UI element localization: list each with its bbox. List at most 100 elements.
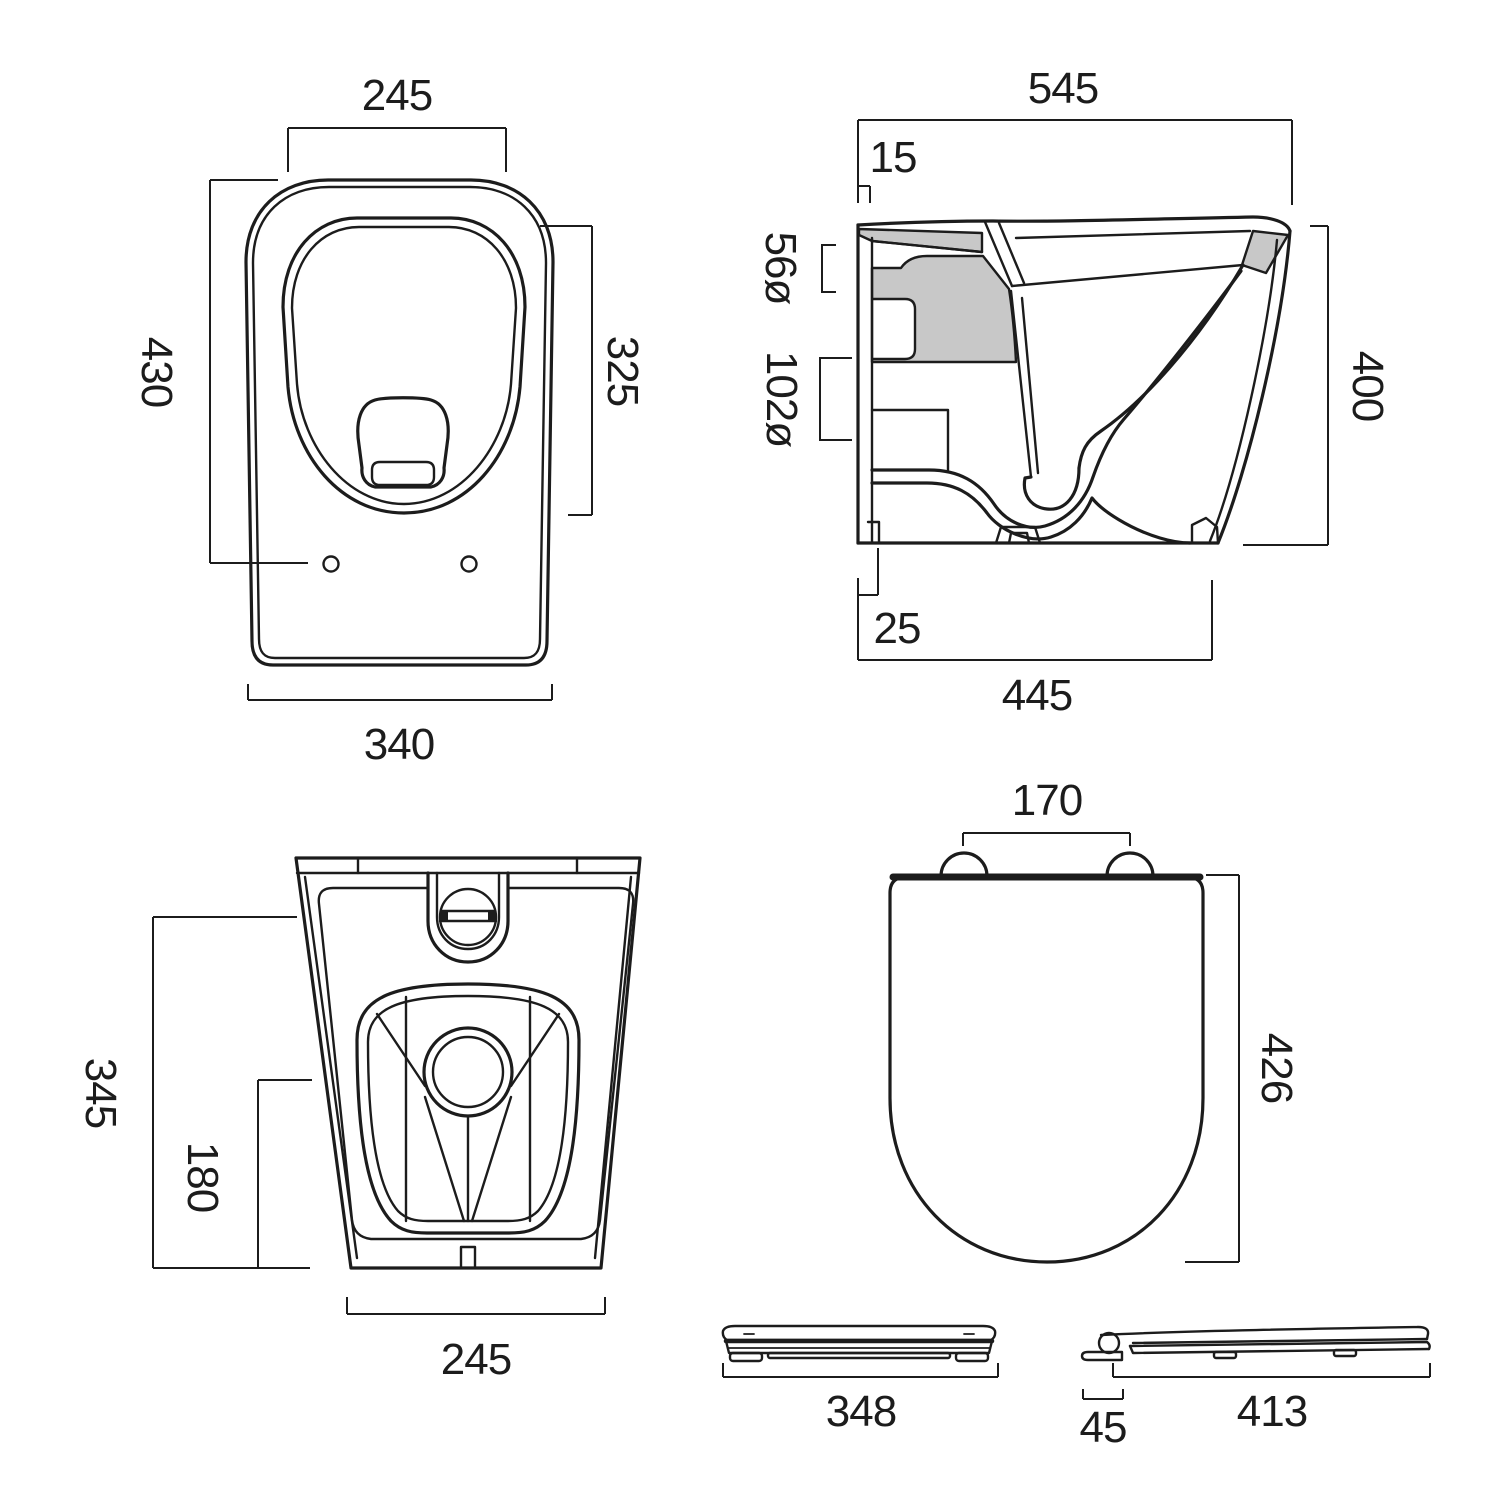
rear-view: 345 180 245 — [76, 856, 642, 1384]
front-foot-notch — [1190, 516, 1220, 545]
section-front-face-outer — [1216, 229, 1292, 545]
trap-housing-outer — [355, 982, 581, 1235]
dim-rim-width-lines — [287, 127, 507, 172]
sump-inner — [370, 460, 436, 487]
dim-overall-length-label: 430 — [132, 337, 181, 407]
dim-back-clearance-label: 25 — [874, 604, 921, 653]
rear-base-notch — [459, 1245, 477, 1270]
trap-lower-seams — [423, 1095, 513, 1223]
dim-inlet-dia-label: 56ø — [756, 232, 805, 305]
dim-seat-side-length-label: 413 — [1237, 1387, 1307, 1436]
section-front-face-inner — [1208, 238, 1279, 543]
dim-rim-width-label: 245 — [362, 71, 432, 120]
back-step-lines — [870, 408, 950, 472]
section-top-edge — [856, 215, 1292, 233]
dim-back-offset-label: 15 — [870, 133, 917, 182]
inlet-pocket-inner — [435, 871, 501, 951]
dim-seat-length-lines — [1185, 874, 1240, 1263]
inlet-pocket-outer — [426, 871, 510, 964]
sump-outline — [356, 396, 450, 489]
dim-overall-length-lines — [209, 179, 308, 564]
dim-overall-height-label: 400 — [1343, 351, 1392, 421]
pan-outer-outline — [244, 178, 555, 667]
dim-base-width-lines — [247, 684, 553, 701]
seat-front-profile: 348 — [721, 1324, 999, 1436]
trapway-base-curve — [870, 481, 1192, 545]
seat-hinge-right — [1105, 851, 1155, 878]
dim-hinge-centres-lines — [962, 832, 1131, 846]
dim-overall-height-lines — [1243, 225, 1329, 546]
ceramic-cut-fill — [870, 254, 1018, 364]
bowl-lip-line — [1010, 263, 1245, 288]
fixing-hole-right — [460, 555, 478, 573]
trap-housing-inner — [366, 994, 570, 1223]
dim-back-offset-lines — [858, 185, 871, 203]
bumper-side-rear — [1332, 1348, 1358, 1358]
plan-view: 245 430 325 340 — [132, 71, 647, 769]
seat-outline — [888, 875, 1205, 1264]
rim-band-line — [870, 239, 984, 254]
dim-base-depth-lines — [858, 580, 1213, 661]
inlet-slot-lines — [438, 909, 498, 923]
bumper-right — [954, 1351, 990, 1363]
sump-u-curve — [1022, 466, 1081, 511]
dim-seat-side-length-lines — [1112, 1363, 1431, 1378]
bowl-inner-curve — [1077, 263, 1245, 470]
rim-spout-lines — [983, 220, 1026, 288]
dim-overall-depth-label: 545 — [1028, 64, 1098, 113]
drain-outlet-outer — [994, 525, 1042, 545]
pan-inner-outline — [251, 185, 548, 660]
outlet-circle-inner — [431, 1035, 505, 1109]
dim-base-width-label: 340 — [364, 720, 434, 769]
bumper-bar — [766, 1351, 952, 1360]
dim-bowl-length-label: 325 — [598, 336, 647, 406]
seat-side-bottom — [1128, 1344, 1431, 1355]
bowl-rim-outer — [281, 216, 527, 515]
dim-outlet-height-lines — [257, 1079, 312, 1268]
bumper-side-front — [1212, 1350, 1238, 1360]
seat-hinge-left — [939, 851, 989, 878]
inlet-slot-end-left — [441, 911, 448, 921]
trap-face-edges — [404, 995, 532, 1223]
dim-overall-depth-lines — [857, 119, 1293, 205]
bowl-rim-inner — [290, 225, 518, 506]
seat-side-profile: 413 45 — [1080, 1325, 1431, 1452]
dim-back-clearance-lines — [857, 548, 879, 660]
dim-outlet-dia-label: 102ø — [757, 351, 806, 447]
deck-under-line — [1014, 229, 1252, 240]
rear-outline — [294, 856, 642, 1270]
hinge-knuckle — [1097, 1331, 1121, 1355]
weir-blade-lines — [1009, 289, 1040, 479]
dim-outlet-height-label: 180 — [178, 1142, 227, 1212]
rear-corner-tabs — [356, 856, 579, 875]
trapway-outer-curve — [870, 269, 1243, 529]
dim-inlet-height-label: 345 — [76, 1058, 125, 1128]
dim-base-depth-label: 445 — [1002, 671, 1072, 720]
back-foot-notch — [866, 520, 881, 545]
trap-funnel-slants — [375, 1012, 561, 1088]
fixing-hole-left — [322, 555, 340, 573]
outlet-circle-outer — [422, 1026, 514, 1118]
bumper-left — [728, 1351, 764, 1363]
lid-profile-top — [721, 1324, 997, 1342]
front-rim-cut-fill — [1240, 229, 1290, 275]
fixing-plate-tab — [1080, 1350, 1124, 1362]
inlet-slot-end-right — [488, 911, 495, 921]
dim-hinge-offset-label: 45 — [1080, 1403, 1127, 1452]
dim-bowl-length-lines — [540, 225, 593, 516]
seat-top-view: 170 426 — [888, 776, 1301, 1264]
dim-hinge-offset-lines — [1082, 1389, 1124, 1400]
lid-side-top — [1099, 1325, 1430, 1341]
dim-seat-front-width-label: 348 — [826, 1387, 896, 1436]
section-view: 545 15 56ø 102ø 400 25 445 — [756, 64, 1392, 720]
rear-inner-outline — [317, 886, 635, 1241]
dim-hinge-centres-label: 170 — [1012, 776, 1082, 825]
dim-seat-front-width-lines — [722, 1363, 999, 1378]
dim-rear-base-width-lines — [346, 1297, 606, 1315]
inlet-hole-circle — [438, 887, 498, 947]
dim-seat-length-label: 426 — [1252, 1033, 1301, 1103]
dim-inlet-height-lines — [152, 916, 310, 1269]
dim-rear-base-width-label: 245 — [441, 1335, 511, 1384]
